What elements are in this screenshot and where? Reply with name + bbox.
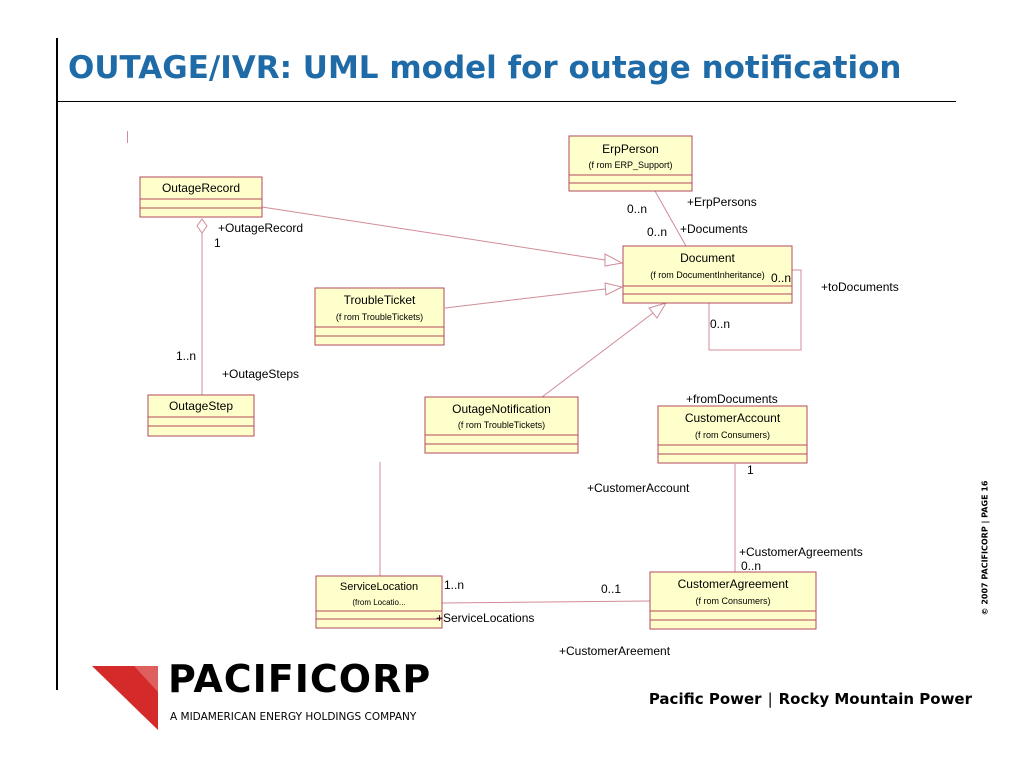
brand-separator: | [767,690,773,708]
assoc-outagerecord-document [261,206,606,261]
class-name: CustomerAgreement [678,577,789,591]
mult-customer-agreements: 0..n [741,559,761,573]
mult-self-association: 0..n [710,317,730,331]
role-from-documents: +fromDocuments [686,392,778,406]
inherit-arrow-troubleticket [604,282,624,296]
copyright-notice: © 2007 PACIFICORP | PAGE 16 [980,480,990,616]
role-outage-steps: +OutageSteps [222,367,299,381]
title-underline [56,101,956,102]
class-outage-step: OutageStep [147,394,255,437]
role-customer-areement: +CustomerAreement [559,644,671,658]
class-package: (f rom DocumentInheritance) [650,270,765,280]
assoc-troubleticket-document [444,288,606,309]
assoc-location-agreement [441,600,651,604]
class-name: OutageStep [169,399,233,413]
mult-to-documents: 0..n [771,271,791,285]
role-documents: +Documents [680,222,748,236]
class-package: (f rom TroubleTickets) [336,312,423,322]
class-name: ErpPerson [602,142,659,156]
class-document: Document (f rom DocumentInheritance) [622,245,793,304]
mult-service-locations: 1..n [444,578,464,592]
class-name: ServiceLocation [340,581,418,593]
class-erp-person: ErpPerson (f rom ERP_Support) [568,135,693,192]
class-name: CustomerAccount [685,411,781,425]
aggregation-diamond [196,218,208,234]
class-name: OutageNotification [452,402,551,416]
brand-rocky-mountain-power: Rocky Mountain Power [778,690,972,708]
generalization-heads [196,218,668,319]
role-customer-agreements: +CustomerAgreements [739,545,863,559]
logo-subtitle: A MIDAMERICAN ENERGY HOLDINGS COMPANY [170,711,417,723]
association-labels: +ErpPersons 0..n 0..n +Documents +Outage… [176,195,899,658]
class-package: (from Locatio... [352,598,405,607]
class-name: OutageRecord [162,181,240,195]
brand-pacific-power: Pacific Power [648,690,762,708]
class-customer-account: CustomerAccount (f rom Consumers) [657,405,808,464]
class-trouble-ticket: TroubleTicket (f rom TroubleTickets) [314,287,445,346]
pacificorp-logo-mark [92,666,158,730]
role-to-documents: +toDocuments [821,280,899,294]
class-outage-notification: OutageNotification (f rom TroubleTickets… [424,396,579,454]
class-name: Document [680,251,735,265]
class-package: (f rom ERP_Support) [588,160,672,170]
class-service-location: ServiceLocation (from Locatio... [315,575,443,629]
mult-outage-steps: 1..n [176,349,196,363]
class-package: (f rom Consumers) [695,596,770,606]
role-customer-account: +CustomerAccount [587,481,690,495]
brand-names: Pacific Power | Rocky Mountain Power [649,690,972,708]
role-service-locations: +ServiceLocations [436,611,534,625]
assoc-erp-document [654,190,687,247]
stray-mark [127,131,128,143]
role-outage-record: +OutageRecord [218,221,303,235]
pacificorp-logo-text: PACIFICORP [168,657,432,701]
role-erp-persons: +ErpPersons [687,195,757,209]
inherit-arrow-outagerecord [604,253,624,267]
mult-outage-record: 1 [214,236,221,250]
slide-title: OUTAGE/IVR: UML model for outage notific… [68,50,902,86]
mult-customer-agreement: 0..1 [601,582,621,596]
assoc-notification-document [541,312,654,398]
class-outage-record: OutageRecord [139,176,263,218]
class-package: (f rom Consumers) [695,430,770,440]
class-package: (f rom TroubleTickets) [458,420,545,430]
class-name: TroubleTicket [344,293,416,307]
assoc-document-self [708,269,802,351]
associations [201,190,802,604]
mult-erp-persons: 0..n [627,202,647,216]
left-rule [56,38,58,690]
mult-customer-account: 1 [747,463,754,477]
class-customer-agreement: CustomerAgreement (f rom Consumers) [649,571,817,630]
mult-documents: 0..n [647,225,667,239]
inherit-arrow-notification [648,302,668,319]
